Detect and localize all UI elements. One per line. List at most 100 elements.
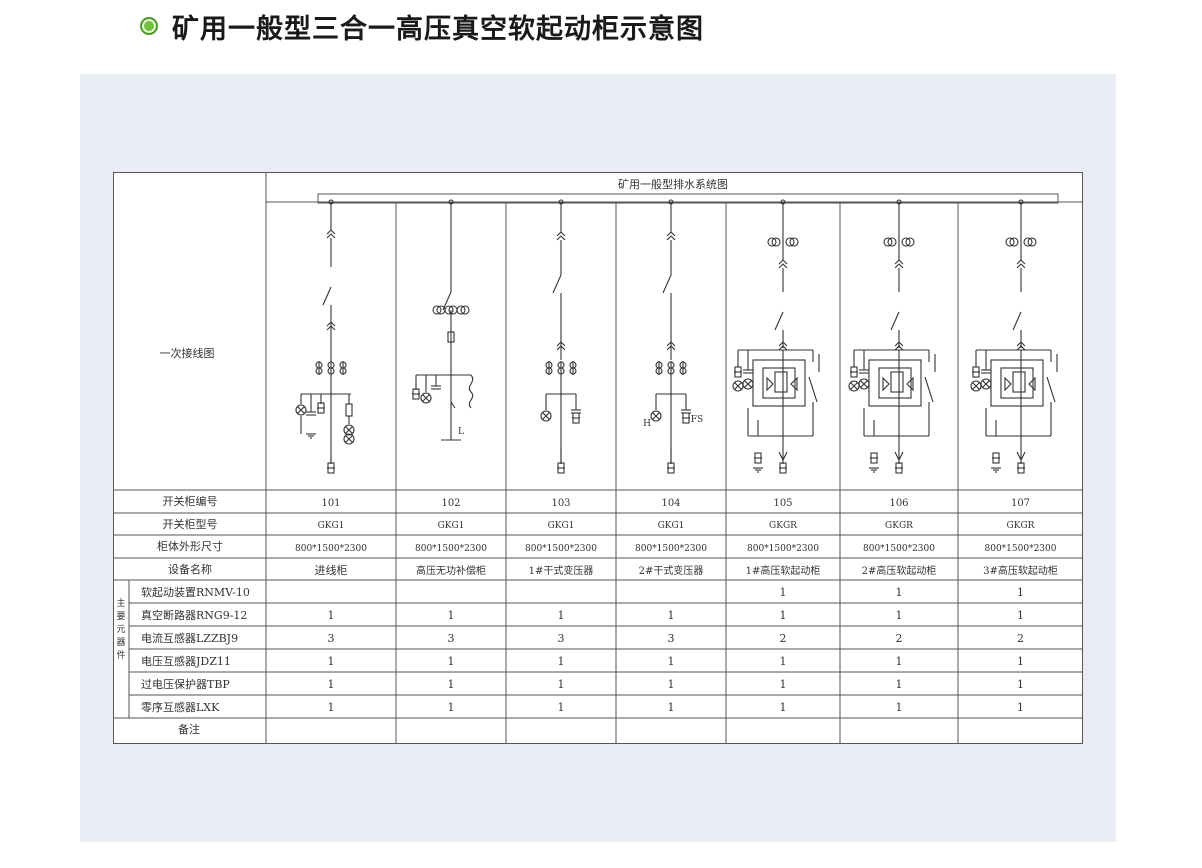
- wiring-diagram-105: [732, 199, 820, 474]
- component-count: 1: [780, 609, 787, 622]
- cabinet-number: 105: [773, 498, 792, 509]
- cabinet-number: 104: [661, 498, 680, 509]
- row-label-size: 柜体外形尺寸: [157, 539, 223, 553]
- page-heading: 矿用一般型三合一高压真空软起动柜示意图: [140, 8, 704, 45]
- cabinet-name: 2#干式变压器: [639, 564, 704, 577]
- component-count: 1: [1017, 701, 1024, 714]
- row-label-wiring: 一次接线图: [160, 346, 215, 360]
- wiring-diagrams: L H FS: [295, 199, 1058, 474]
- component-count: 1: [448, 609, 455, 622]
- component-name: 电压互感器JDZ11: [141, 655, 231, 668]
- cabinet-number: 102: [441, 498, 460, 509]
- svg-text:FS: FS: [691, 415, 703, 425]
- component-count: 2: [1017, 632, 1024, 645]
- component-count: 1: [1017, 609, 1024, 622]
- component-count: 1: [328, 678, 335, 691]
- component-count: 1: [558, 678, 565, 691]
- wiring-diagram-101: [295, 199, 355, 474]
- cabinet-name: 1#干式变压器: [529, 564, 594, 577]
- component-count: 1: [780, 678, 787, 691]
- component-count: 1: [668, 701, 675, 714]
- component-count: 1: [1017, 678, 1024, 691]
- component-count: 1: [896, 609, 903, 622]
- cabinet-size: 800*1500*2300: [863, 544, 935, 554]
- cabinet-model: GKGR: [1007, 521, 1035, 531]
- component-count: 2: [896, 632, 903, 645]
- side-label-3: 元: [116, 625, 125, 635]
- switchgear-diagram: L H FS 矿用一般型排水系统图 一次接线图 开关柜编号 开关柜型号 柜体外形尺寸…: [113, 172, 1083, 744]
- component-count: 3: [558, 632, 565, 645]
- cabinet-number: 107: [1011, 498, 1030, 509]
- cabinet-model: GKG1: [438, 521, 465, 531]
- component-name: 零序互感器LXK: [141, 700, 220, 714]
- cabinet-model: GKGR: [885, 521, 913, 531]
- cabinet-name: 1#高压软起动柜: [746, 564, 821, 577]
- cabinet-model: GKG1: [658, 521, 685, 531]
- component-name: 软起动装置RNMV-10: [141, 585, 250, 599]
- cabinet-name: 进线柜: [315, 563, 348, 577]
- svg-text:L: L: [458, 427, 464, 437]
- component-count: 1: [896, 655, 903, 668]
- row-label-name: 设备名称: [168, 562, 212, 576]
- component-count: 1: [668, 678, 675, 691]
- cabinet-name: 3#高压软起动柜: [983, 564, 1058, 577]
- cabinet-size: 800*1500*2300: [525, 544, 597, 554]
- component-count: 1: [668, 655, 675, 668]
- component-name: 真空断路器RNG9-12: [141, 608, 247, 622]
- component-count: 1: [558, 655, 565, 668]
- component-count: 1: [896, 701, 903, 714]
- component-count: 1: [896, 678, 903, 691]
- wiring-diagram-106: [848, 199, 936, 474]
- cabinet-model: GKGR: [769, 521, 797, 531]
- cabinet-number: 101: [321, 498, 340, 509]
- component-count: 1: [328, 701, 335, 714]
- component-count: 1: [328, 655, 335, 668]
- side-label-2: 要: [116, 611, 125, 622]
- component-name: 过电压保护器TBP: [141, 677, 230, 691]
- wiring-diagram-103: [540, 199, 581, 474]
- side-label-5: 件: [116, 649, 125, 661]
- component-count: 3: [328, 632, 335, 645]
- component-name: 电流互感器LZZBJ9: [141, 631, 238, 645]
- cabinet-name: 2#高压软起动柜: [862, 564, 937, 577]
- diagram-title: 矿用一般型排水系统图: [618, 177, 728, 191]
- component-count: 1: [896, 586, 903, 599]
- cabinet-size: 800*1500*2300: [415, 544, 487, 554]
- component-count: 1: [558, 701, 565, 714]
- component-count: 1: [1017, 655, 1024, 668]
- component-count: 1: [448, 701, 455, 714]
- component-count: 1: [448, 678, 455, 691]
- cabinet-size: 800*1500*2300: [747, 544, 819, 554]
- row-label-number: 开关柜编号: [163, 494, 218, 508]
- sheet-background: [113, 172, 1083, 744]
- cabinet-size: 800*1500*2300: [985, 544, 1057, 554]
- cabinet-model: GKG1: [318, 521, 345, 531]
- component-count: 1: [1017, 586, 1024, 599]
- component-count: 3: [668, 632, 675, 645]
- row-label-model: 开关柜型号: [163, 517, 218, 531]
- svg-text:H: H: [643, 419, 651, 429]
- busbar: [317, 193, 1059, 204]
- table-labels: 矿用一般型排水系统图 一次接线图 开关柜编号 开关柜型号 柜体外形尺寸 设备名称…: [116, 177, 728, 736]
- component-count: 1: [780, 655, 787, 668]
- cabinet-name: 高压无功补偿柜: [416, 564, 486, 577]
- side-label-4: 器: [116, 637, 125, 648]
- cabinet-size: 800*1500*2300: [635, 544, 707, 554]
- component-count: 2: [780, 632, 787, 645]
- cabinet-model: GKG1: [548, 521, 575, 531]
- page-title: 矿用一般型三合一高压真空软起动柜示意图: [172, 13, 704, 45]
- component-count: 1: [780, 701, 787, 714]
- bullet-icon: [140, 17, 158, 35]
- component-count: 1: [668, 609, 675, 622]
- row-label-notes: 备注: [178, 722, 200, 736]
- component-count: 1: [448, 655, 455, 668]
- component-count: 3: [448, 632, 455, 645]
- table-grid: [113, 172, 1083, 744]
- component-count: 1: [558, 609, 565, 622]
- cabinet-size: 800*1500*2300: [295, 544, 367, 554]
- cabinet-number: 103: [551, 498, 570, 509]
- component-count: 1: [328, 609, 335, 622]
- table-border: [113, 172, 1083, 744]
- side-label-1: 主: [116, 597, 125, 609]
